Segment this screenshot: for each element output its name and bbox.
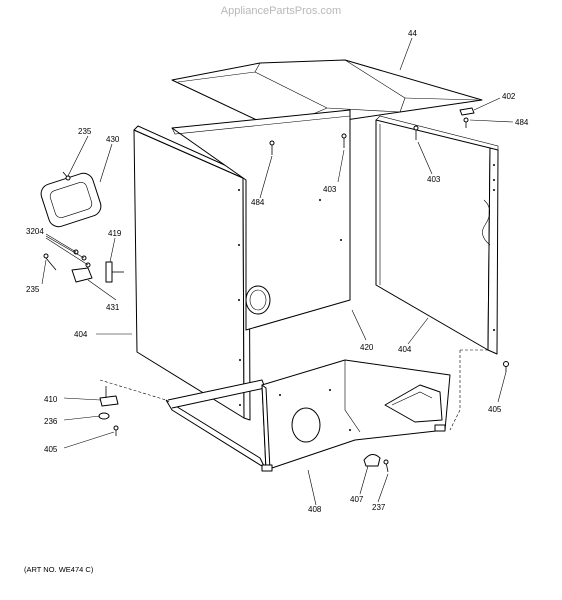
callout-235-top: 235 xyxy=(78,127,92,136)
screw-405-left xyxy=(113,425,119,436)
callout-405-right: 405 xyxy=(488,405,502,414)
callout-405-left: 405 xyxy=(44,445,58,454)
callout-419: 419 xyxy=(108,229,122,238)
callout-430: 430 xyxy=(106,135,120,144)
watermark-text: AppliancePartsPros.com xyxy=(221,5,341,17)
callout-408: 408 xyxy=(308,505,322,514)
fasteners-3204 xyxy=(73,249,91,268)
screw-405-right xyxy=(503,361,509,372)
screw-237 xyxy=(383,459,389,473)
leveling-leg-410 xyxy=(99,386,119,407)
callout-431: 431 xyxy=(106,303,120,312)
callout-484-mid: 484 xyxy=(251,198,265,207)
screw-484-right xyxy=(463,117,469,128)
screw-235-top xyxy=(62,171,71,181)
callout-44: 44 xyxy=(408,29,417,38)
art-number: (ART NO. WE474 C) xyxy=(24,565,94,574)
callout-403-right: 403 xyxy=(427,175,441,184)
callout-236: 236 xyxy=(44,417,58,426)
callout-237: 237 xyxy=(372,503,386,512)
foot-407 xyxy=(363,454,381,467)
callout-labels: 44 402 484 235 430 484 403 403 3204 419 … xyxy=(26,29,529,514)
rear-panel xyxy=(171,109,351,331)
callout-404-left: 404 xyxy=(74,330,88,339)
screw-403-right xyxy=(413,125,419,140)
callout-420: 420 xyxy=(360,343,374,352)
washer-236 xyxy=(98,412,110,420)
cover-plate-430 xyxy=(40,172,102,228)
callout-235-low: 235 xyxy=(26,285,40,294)
clip-402 xyxy=(459,107,475,116)
bracket-431 xyxy=(71,267,93,283)
callout-410: 410 xyxy=(44,395,58,404)
right-side-panel xyxy=(375,115,499,355)
base-assembly xyxy=(165,359,451,472)
callout-3204: 3204 xyxy=(26,227,44,236)
screw-484-mid xyxy=(269,140,275,155)
screw-403-mid xyxy=(341,133,347,148)
callout-402: 402 xyxy=(502,92,516,101)
alignment-guides xyxy=(99,349,488,431)
screw-235-low xyxy=(43,253,57,271)
callout-404-right: 404 xyxy=(398,345,412,354)
callout-403-mid: 403 xyxy=(323,185,337,194)
callout-484-right: 484 xyxy=(515,118,529,127)
callout-407: 407 xyxy=(350,495,364,504)
latch-bracket-419 xyxy=(105,261,124,283)
leader-lines xyxy=(41,37,514,506)
